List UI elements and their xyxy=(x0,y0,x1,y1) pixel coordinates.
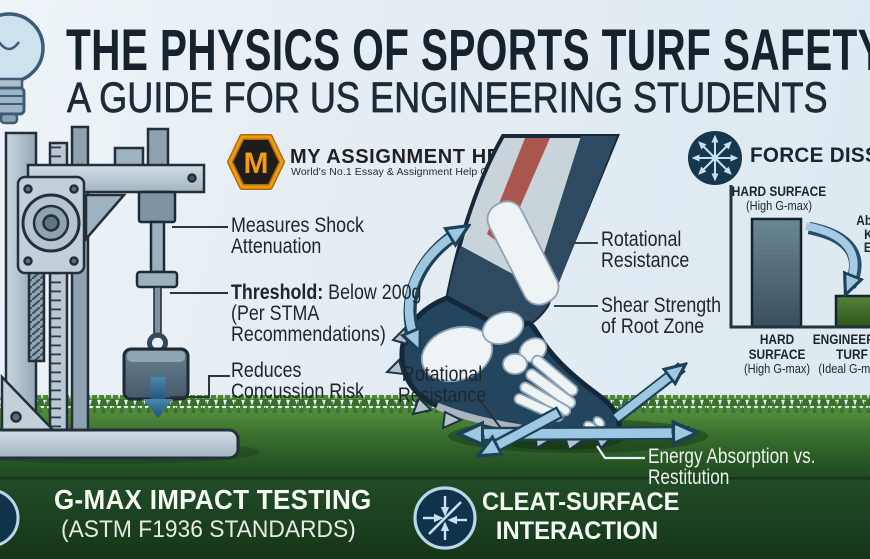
logo-name-text: MY ASSIGNMENT HELP xyxy=(290,146,528,168)
label-line: Energy Absorption vs. xyxy=(648,445,816,468)
label-line: Resistance xyxy=(397,384,487,407)
chart-label-line: (J) xyxy=(831,255,870,269)
foot-bones xyxy=(420,200,606,440)
radiating-arrows-icon xyxy=(688,131,742,185)
force-panel-heading: FORCE DISSIPATION xyxy=(750,143,870,167)
threshold-rest-text: Below 200g xyxy=(323,281,422,304)
chart-label-line: (High G-max) xyxy=(745,199,812,213)
label-rotational-resistance-right: Rotational Resistance xyxy=(601,229,689,271)
callout-line: Concussion Risk xyxy=(231,380,364,403)
label-rotational-resistance-left: Rotational Resistance xyxy=(398,364,486,406)
chart-label-line: Absorbed xyxy=(856,213,870,228)
converging-arrows-icon xyxy=(413,486,477,550)
chart-label-line: Energy xyxy=(831,241,870,255)
label-line: Shear Strength xyxy=(601,294,722,317)
chart-label-line: HARD xyxy=(759,332,795,347)
drop-weight-assembly xyxy=(122,190,190,401)
chart-label-line: Kinetic xyxy=(831,227,870,242)
callout-line: Recommendations) xyxy=(231,323,386,346)
engineered-turf-bar xyxy=(834,294,870,329)
callout-line: Reduces xyxy=(231,359,302,382)
callout-line: Attenuation xyxy=(231,235,322,258)
impact-down-arrow xyxy=(143,377,173,418)
leader-lines xyxy=(170,226,598,441)
footer-title-line: CLEAT-SURFACE xyxy=(482,488,680,516)
chart-category-hard-surface: HARD SURFACE (High G-max) xyxy=(737,332,818,377)
label-line: of Root Zone xyxy=(601,315,705,338)
callout-line: (Per STMA xyxy=(231,302,320,325)
circle-badge-icon xyxy=(0,490,20,546)
energy-transfer-arrow xyxy=(805,222,854,286)
chart-axes xyxy=(729,185,870,329)
chart-label-line: TURF xyxy=(836,347,868,362)
lightbulb-icon xyxy=(0,12,45,125)
label-line: Resistance xyxy=(601,249,690,272)
chart-label-line: HARD SURFACE xyxy=(731,184,827,199)
label-line: Rotational xyxy=(601,228,682,251)
callout-threshold: Threshold: Below 200g (Per STMA Recommen… xyxy=(231,282,421,345)
callout-concussion-risk: Reduces Concussion Risk xyxy=(231,360,364,402)
label-line: Restitution xyxy=(648,466,730,489)
energy-leader-line xyxy=(596,445,645,460)
footer-gmax-title: G-MAX IMPACT TESTING xyxy=(54,484,372,515)
page-title: THE PHYSICS OF SPORTS TURF SAFETY xyxy=(66,18,870,83)
label-line: Rotational xyxy=(401,363,483,386)
rig-frame xyxy=(0,125,206,441)
chart-label-line: ENGINEERED xyxy=(812,332,870,347)
chart-label-line: (Ideal G-max) xyxy=(818,362,870,376)
callout-line: Measures Shock xyxy=(231,214,364,237)
cleat-force-arrows xyxy=(466,367,690,451)
chart-label-line: SURFACE xyxy=(748,347,806,362)
hexagon-m-logo-icon: M xyxy=(227,134,285,190)
chart-label-line: (High G-max) xyxy=(743,362,810,376)
footer-gmax-subtitle: (ASTM F1936 STANDARDS) xyxy=(61,516,356,543)
footer-cleat-title: CLEAT-SURFACE INTERACTION xyxy=(477,488,680,546)
footer-title-line: INTERACTION xyxy=(495,517,659,545)
rotation-curved-arrow xyxy=(409,231,460,342)
impact-rig-illustration xyxy=(0,125,240,460)
rig-base-plate xyxy=(0,428,240,460)
svg-text:M: M xyxy=(244,147,269,180)
force-dissipation-chart xyxy=(729,185,870,329)
chart-category-engineered-turf: ENGINEERED TURF (Ideal G-max) xyxy=(799,332,870,377)
callout-shock-attenuation: Measures Shock Attenuation xyxy=(231,215,364,257)
chart-top-label: HARD SURFACE (High G-max) xyxy=(730,184,829,214)
label-shear-strength: Shear Strength of Root Zone xyxy=(601,295,721,337)
converging-arrow-lines xyxy=(423,496,467,540)
threshold-bold-text: Threshold: xyxy=(231,281,324,304)
chart-annotation-absorbed-energy: Absorbed Kinetic Energy (J) xyxy=(831,214,870,268)
label-energy-absorption: Energy Absorption vs. Restitution xyxy=(648,446,816,488)
page-subtitle: A GUIDE FOR US ENGINEERING STUDENTS xyxy=(67,74,828,122)
hard-surface-bar xyxy=(750,217,803,329)
